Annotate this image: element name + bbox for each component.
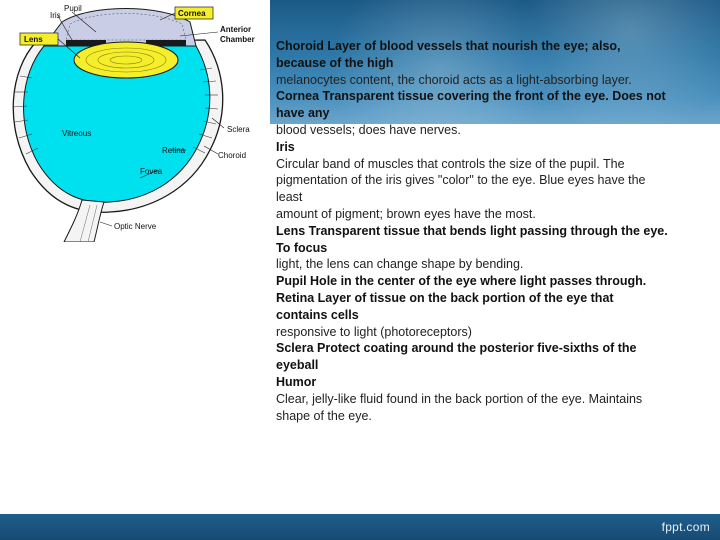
text-line: amount of pigment; brown eyes have the m…	[276, 206, 536, 221]
text-line: Circular band of muscles that controls t…	[276, 156, 625, 171]
eye-parts-description: Choroid Layer of blood vessels that nour…	[276, 38, 716, 424]
cornea	[43, 8, 197, 47]
vitreous-label: Vitreous	[62, 129, 91, 138]
text-line: have any	[276, 106, 330, 121]
text-line: To focus	[276, 240, 328, 255]
eye-diagram-svg: Pupil Iris Cornea Lens Anterior Chamber …	[12, 4, 255, 242]
eye-diagram: Pupil Iris Cornea Lens Anterior Chamber …	[0, 0, 270, 242]
sclera-label: Sclera	[227, 125, 250, 134]
text-line: Clear, jelly-like fluid found in the bac…	[276, 391, 643, 406]
text-line: Retina Layer of tissue on the back porti…	[276, 290, 614, 305]
text-line: eyeball	[276, 358, 319, 373]
optic-nerve	[63, 199, 105, 242]
lens	[73, 41, 179, 79]
text-line: Humor	[276, 374, 317, 389]
text-line: Lens Transparent tissue that bends light…	[276, 223, 668, 238]
cornea-label: Cornea	[178, 9, 206, 18]
text-line: melanocytes content, the choroid acts as…	[276, 72, 632, 87]
banner-highlight	[520, 0, 720, 124]
lens-rings	[85, 47, 167, 73]
text-line: Iris	[276, 139, 295, 154]
choroid-label: Choroid	[218, 151, 246, 160]
brand-watermark: fppt.com	[661, 520, 710, 534]
vitreous-body	[23, 45, 211, 203]
retina-label: Retina	[162, 146, 186, 155]
footer-bar	[0, 514, 720, 540]
text-line: pigmentation of the iris gives "color" t…	[276, 173, 646, 188]
text-line: contains cells	[276, 307, 359, 322]
leader-lines	[57, 11, 225, 227]
fovea-label: Fovea	[140, 167, 163, 176]
text-line: responsive to light (photoreceptors)	[276, 324, 472, 339]
choroid-layer	[12, 67, 219, 155]
text-line: Cornea Transparent tissue covering the f…	[276, 89, 666, 104]
banner-highlight	[330, 0, 550, 124]
text-line: blood vessels; does have nerves.	[276, 122, 461, 137]
anterior-chamber-label: Anterior	[220, 25, 251, 34]
text-line: Choroid Layer of blood vessels that nour…	[276, 39, 621, 53]
anterior-chamber-hatch	[65, 13, 187, 41]
text-line: because of the high	[276, 55, 394, 70]
text-line: light, the lens can change shape by bend…	[276, 257, 524, 272]
anterior-chamber-label: Chamber	[220, 35, 255, 44]
lens-label: Lens	[24, 35, 43, 44]
pupil-label: Pupil	[64, 4, 82, 13]
iris-label: Iris	[50, 11, 61, 20]
optic-nerve-label: Optic Nerve	[114, 222, 157, 231]
iris	[146, 40, 186, 46]
text-line: Pupil Hole in the center of the eye wher…	[276, 274, 647, 289]
text-line: Sclera Protect coating around the poster…	[276, 341, 637, 356]
text-line: least	[276, 190, 303, 205]
text-line: shape of the eye.	[276, 408, 372, 423]
iris	[66, 40, 106, 46]
